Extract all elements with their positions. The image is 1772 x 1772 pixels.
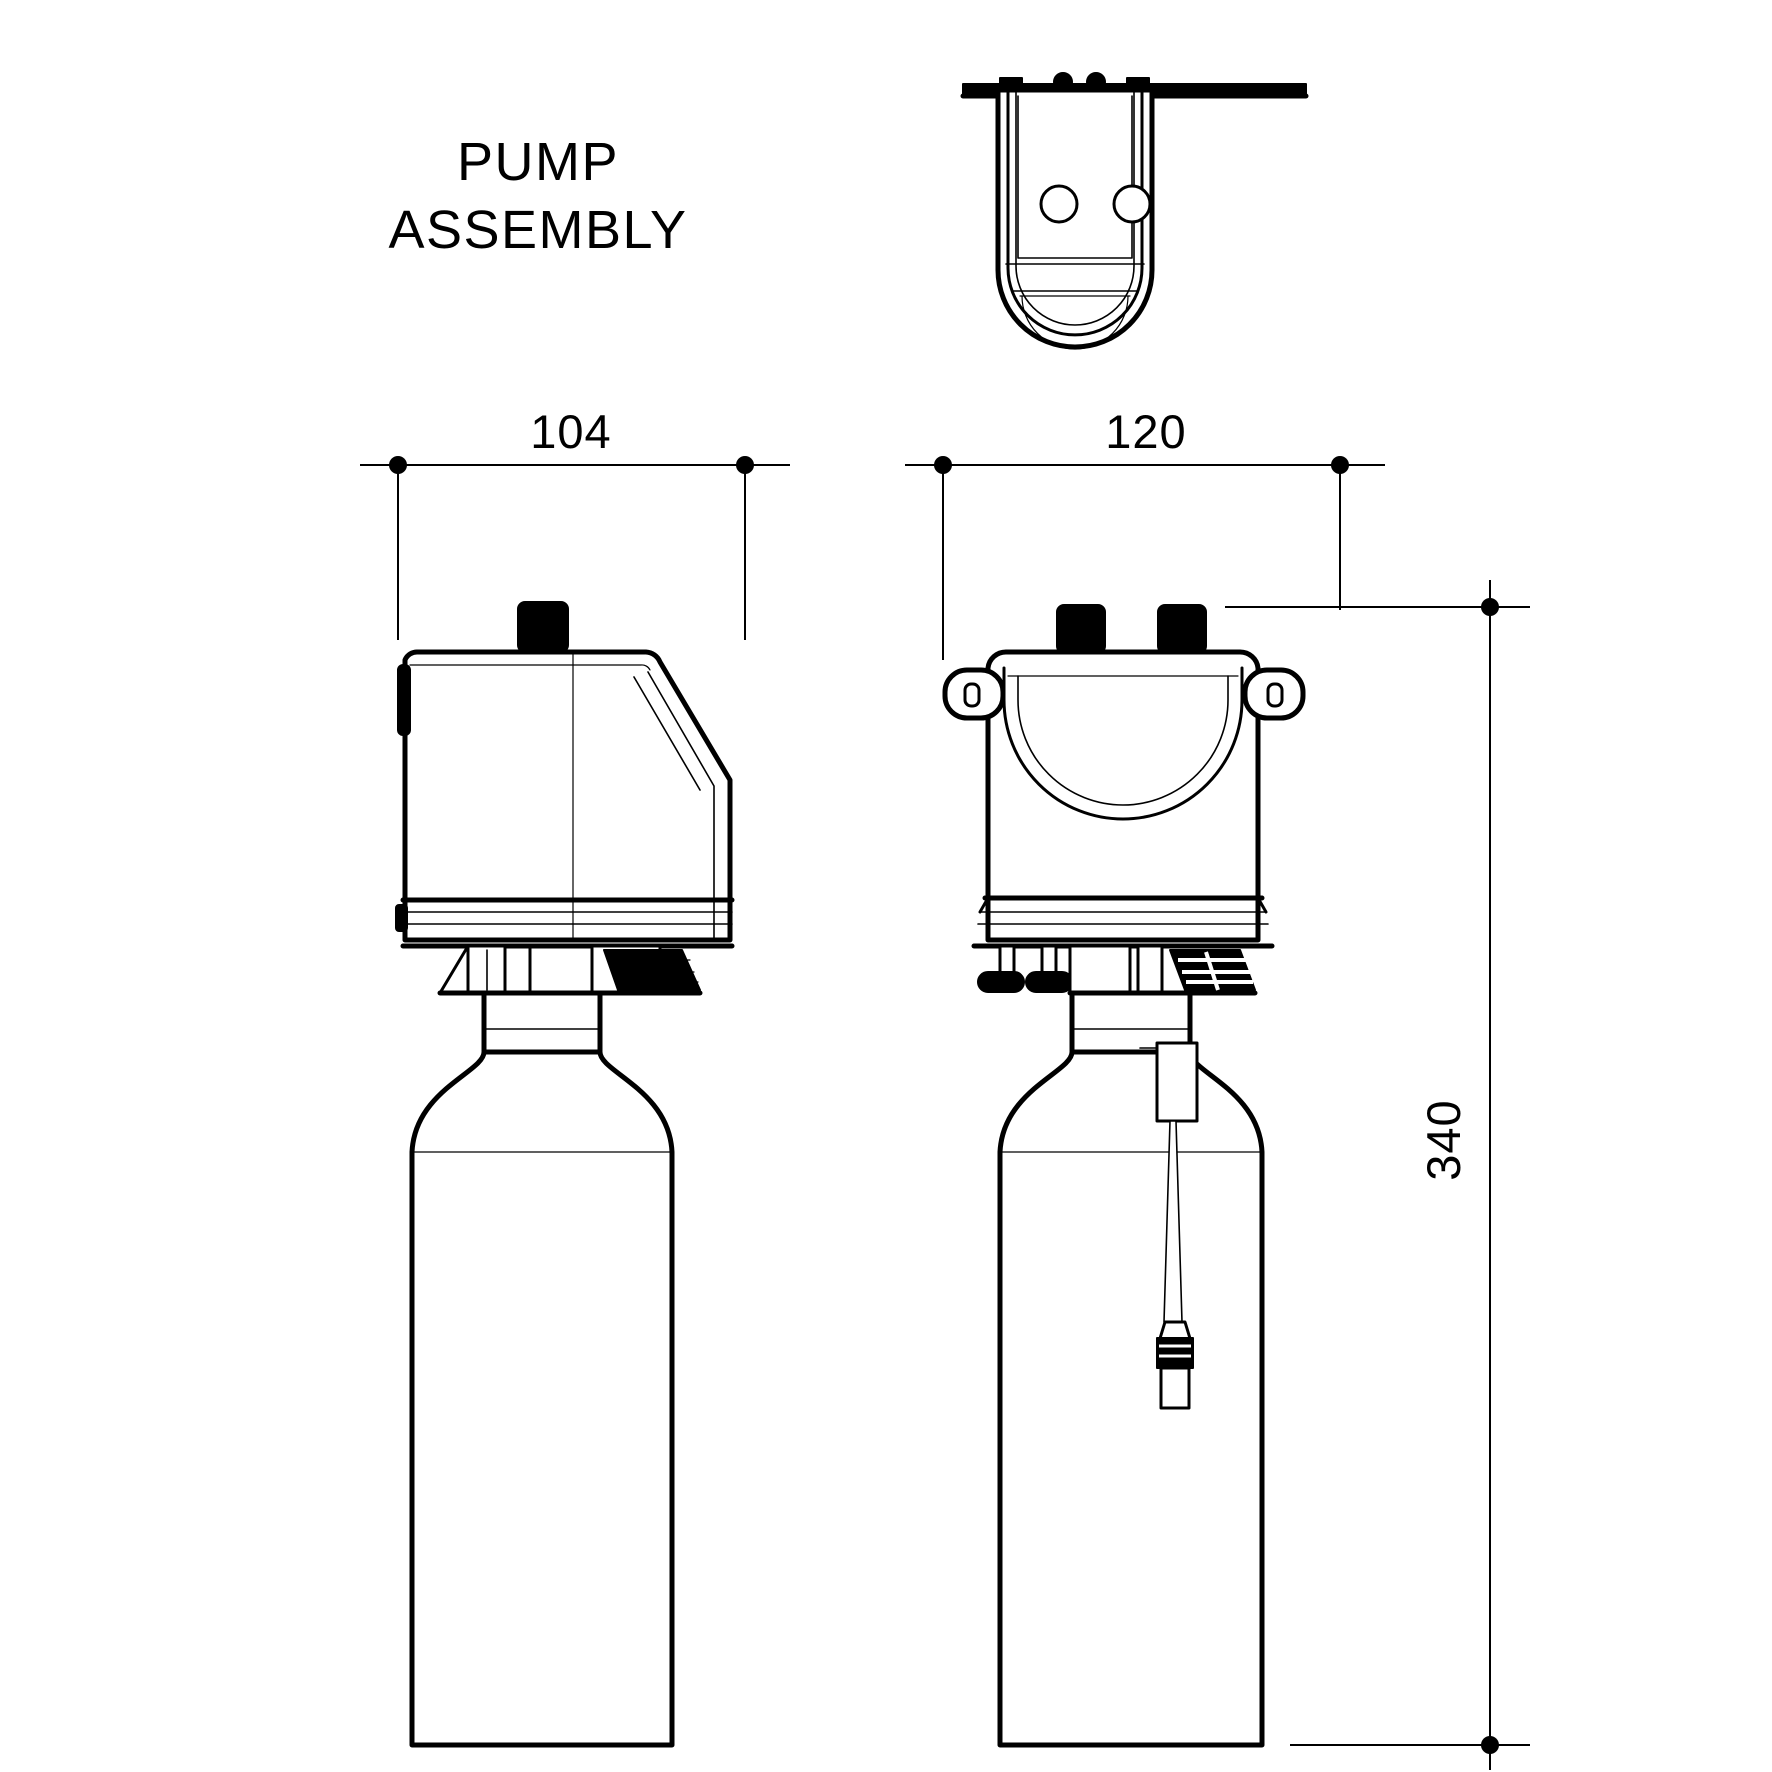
front-view-reservoir-outer xyxy=(1002,666,1244,821)
side-view-top-edge-inner xyxy=(409,664,651,671)
side-view-base-tab xyxy=(395,904,408,932)
side-view-base-plate xyxy=(395,897,735,949)
top-view-flange-boss-left xyxy=(1053,72,1073,92)
side-view-rib-block xyxy=(603,949,701,991)
front-view-pump-mechanism xyxy=(977,944,1258,996)
top-view-nozzle-hole-left xyxy=(1039,184,1079,224)
side-view-body-outline xyxy=(402,649,733,943)
front-view-mounting-tab-right xyxy=(1242,667,1306,721)
front-view-sensor-cable xyxy=(1139,1041,1199,1410)
dimension-340: 340 xyxy=(1225,580,1530,1770)
dim-340-label: 340 xyxy=(1417,1099,1470,1180)
dim-104-terminator-left xyxy=(389,456,407,474)
title-line-2: ASSEMBLY xyxy=(388,200,687,260)
side-view-bottle-body xyxy=(409,1049,675,1748)
dimension-120: 120 xyxy=(905,405,1385,660)
front-view-bottle-body xyxy=(997,1049,1265,1748)
side-view-chamfer-inner-2 xyxy=(633,676,701,791)
top-view-arc-inner xyxy=(1021,295,1129,350)
front-view-connector-plug xyxy=(1159,1366,1191,1410)
dim-120-terminator-left xyxy=(934,456,952,474)
front-view-body-outline xyxy=(985,649,1261,943)
top-view-nozzle-hole-right xyxy=(1112,184,1152,224)
dim-104-terminator-right xyxy=(736,456,754,474)
top-view-flange-nub-right xyxy=(1126,77,1150,87)
front-view-nozzle-right xyxy=(1157,604,1207,654)
top-view-flange-nub-left xyxy=(999,77,1023,87)
front-view-mounting-tab-left xyxy=(942,667,1006,721)
front-view-nozzle-left xyxy=(1056,604,1106,654)
dim-120-terminator-right xyxy=(1331,456,1349,474)
front-view-cable-housing xyxy=(1155,1041,1199,1123)
top-view-inner-panel xyxy=(1017,95,1133,259)
top-view-flange-boss-right xyxy=(1086,72,1106,92)
dim-340-terminator-bottom xyxy=(1481,1736,1499,1754)
front-view-rib-block xyxy=(1169,949,1256,991)
top-view-housing-wall-b xyxy=(1015,91,1135,326)
top-view xyxy=(960,72,1309,350)
front-view-fitting-left xyxy=(977,971,1025,993)
side-view-left-rail xyxy=(397,664,411,736)
side-view-chamfer-inner xyxy=(647,671,715,939)
front-view-reservoir-inner xyxy=(1017,675,1229,806)
title-line-1: PUMP xyxy=(457,132,619,192)
side-view-pump-mechanism xyxy=(437,944,703,996)
dim-120-label: 120 xyxy=(1105,405,1186,458)
front-view-connector-body xyxy=(1156,1337,1194,1369)
side-view-nozzle xyxy=(517,601,569,653)
top-view-housing-outer xyxy=(995,87,1155,350)
side-view-bottle-neck xyxy=(481,990,603,1055)
title-block: PUMP ASSEMBLY xyxy=(388,132,687,260)
dim-340-terminator-top xyxy=(1481,598,1499,616)
top-view-housing-wall-a xyxy=(1006,90,1144,337)
front-view-base-plate xyxy=(971,895,1275,949)
dim-104-label: 104 xyxy=(530,405,611,458)
front-view-fitting-right xyxy=(1025,971,1073,993)
side-elevation-view xyxy=(395,601,735,1748)
dimension-104: 104 xyxy=(360,405,790,640)
front-elevation-view xyxy=(942,604,1306,1748)
